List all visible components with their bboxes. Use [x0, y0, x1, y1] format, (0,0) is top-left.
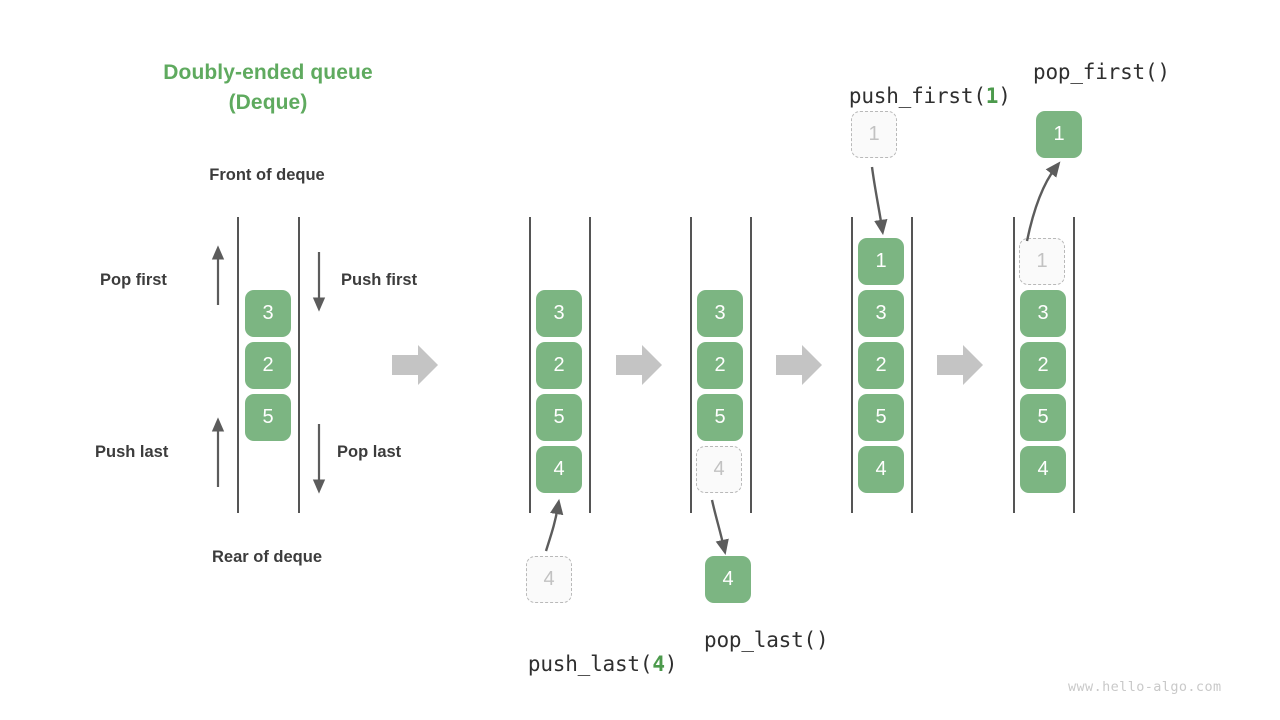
panel5-rail-right: [1073, 217, 1075, 513]
push-first-motion-arrow: [870, 166, 888, 236]
panel5-popped-box: 1: [1036, 111, 1082, 158]
panel4-box-1: 3: [858, 290, 904, 337]
front-of-deque-label: Front of deque: [209, 166, 325, 184]
panel2-box-3: 4: [536, 446, 582, 493]
panel3-popped-box: 4: [705, 556, 751, 603]
panel5-box-0: 3: [1020, 290, 1066, 337]
panel4-incoming-ghost-box: 1: [851, 111, 897, 158]
transition-arrow-4: [937, 345, 983, 385]
panel4-box-4: 4: [858, 446, 904, 493]
panel2-box-1: 2: [536, 342, 582, 389]
panel1-box-1: 2: [245, 342, 291, 389]
push-first-label: Push first: [341, 271, 418, 289]
panel2-box-0: 3: [536, 290, 582, 337]
panel5-rail-left: [1013, 217, 1015, 513]
diagram-title-line2: (Deque): [228, 91, 308, 115]
pop-first-operation-label: pop_first(): [1033, 60, 1170, 84]
panel2-rail-right: [589, 217, 591, 513]
watermark: www.hello-algo.com: [1068, 679, 1222, 695]
pop-first-label: Pop first: [100, 271, 167, 289]
panel3-box-0: 3: [697, 290, 743, 337]
transition-arrow-1: [392, 345, 438, 385]
panel3-box-2: 5: [697, 394, 743, 441]
diagram-title-line1: Doubly-ended queue: [163, 61, 373, 84]
pop-last-operation-label: pop_last(): [704, 628, 829, 652]
panel2-box-2: 5: [536, 394, 582, 441]
panel1-rail-right: [298, 217, 300, 513]
panel1-rail-left: [237, 217, 239, 513]
panel1-box-2: 5: [245, 394, 291, 441]
transition-arrow-3: [776, 345, 822, 385]
panel3-rail-right: [750, 217, 752, 513]
panel3-removed-ghost-box: 4: [696, 446, 742, 493]
panel2-incoming-ghost-box: 4: [526, 556, 572, 603]
panel3-rail-left: [690, 217, 692, 513]
panel2-rail-left: [529, 217, 531, 513]
panel3-box-1: 2: [697, 342, 743, 389]
push-last-operation-close: ): [664, 652, 678, 676]
panel5-box-1: 2: [1020, 342, 1066, 389]
pop-first-motion-arrow: [1025, 161, 1061, 242]
panel5-box-2: 5: [1020, 394, 1066, 441]
push-last-label: Push last: [95, 443, 169, 461]
push-first-operation-label: push_first(1): [824, 60, 1011, 108]
push-first-operation-name: push_first(: [848, 84, 986, 108]
pop-last-label: Pop last: [337, 443, 402, 461]
panel4-box-2: 2: [858, 342, 904, 389]
panel4-rail-right: [911, 217, 913, 513]
panel4-rail-left: [851, 217, 853, 513]
push-last-operation-label: push_last(4): [503, 628, 678, 676]
diagram-title: Doubly-ended queue (Deque): [143, 58, 393, 119]
push-last-operation-arg: 4: [652, 652, 665, 676]
push-first-operation-arg: 1: [985, 84, 999, 108]
panel4-box-3: 5: [858, 394, 904, 441]
transition-arrow-2: [616, 345, 662, 385]
panel4-box-0: 1: [858, 238, 904, 285]
pop-last-motion-arrow: [710, 499, 729, 556]
panel5-removed-ghost-box: 1: [1019, 238, 1065, 285]
rear-of-deque-label: Rear of deque: [211, 548, 323, 566]
push-last-motion-arrow: [544, 498, 564, 552]
push-last-operation-name: push_last(: [527, 652, 653, 676]
push-first-operation-close: ): [998, 84, 1011, 108]
panel5-box-3: 4: [1020, 446, 1066, 493]
panel1-box-0: 3: [245, 290, 291, 337]
